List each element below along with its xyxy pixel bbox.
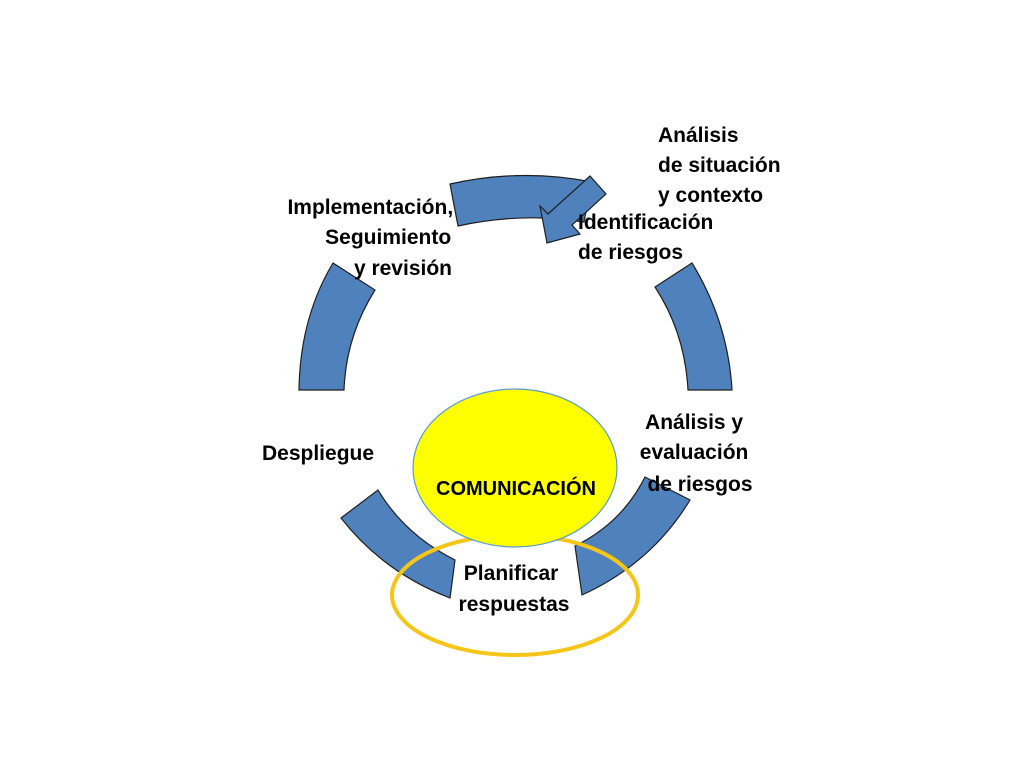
arc-right [654, 262, 733, 391]
arc-left [298, 262, 376, 391]
label-context-line3: y contexto [658, 184, 763, 207]
label-evaluation: Análisis y evaluación de riesgos [640, 411, 754, 496]
label-implementation: Implementación, Seguimiento y revisión [287, 196, 459, 280]
label-evaluation-line2: evaluación [640, 441, 749, 464]
label-implementation-line1: Implementación, [287, 196, 453, 219]
label-planning-line2: respuestas [459, 593, 570, 616]
label-context-line2: de situación [658, 154, 781, 177]
communication-label: COMUNICACIÓN [436, 476, 596, 500]
entry-arrow-icon [539, 175, 607, 244]
label-identification-line1: Identificación [578, 211, 713, 234]
label-deployment-line1: Despliegue [262, 442, 374, 465]
arc-bottom-right [574, 476, 691, 596]
communication-circle [412, 388, 618, 548]
label-implementation-line3: y revisión [354, 257, 452, 280]
label-context-line1: Análisis [658, 124, 739, 147]
label-planning: Planificar respuestas [459, 562, 570, 616]
label-identification-line2: de riesgos [578, 241, 683, 264]
arc-bottom-left [340, 489, 456, 599]
label-evaluation-line3: de riesgos [647, 473, 752, 496]
label-planning-line1: Planificar [464, 562, 559, 585]
cycle-arcs [298, 174, 733, 599]
label-implementation-line2: Seguimiento [325, 226, 451, 249]
label-evaluation-line1: Análisis y [645, 411, 743, 434]
label-context: Análisis de situación y contexto [658, 124, 786, 207]
label-identification: Identificación de riesgos [578, 211, 719, 264]
label-deployment: Despliegue [262, 442, 374, 465]
